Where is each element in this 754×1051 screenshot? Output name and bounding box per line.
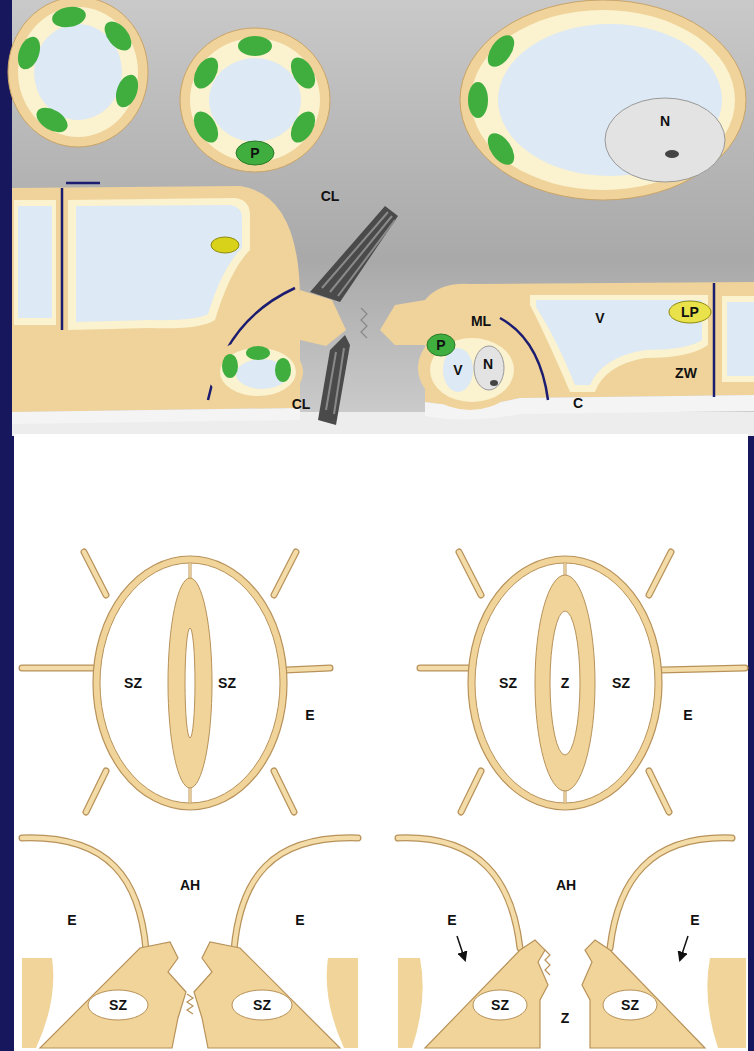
part-label: V	[595, 310, 604, 326]
part-label: SZ	[253, 997, 271, 1013]
part-label: ML	[471, 313, 491, 329]
part-label: SZ	[612, 675, 630, 691]
stoma-section-open	[398, 838, 746, 1048]
part-label: AH	[556, 877, 576, 893]
part-label: ZW	[675, 365, 697, 381]
leaf-section-ground	[12, 0, 754, 1051]
part-label: SZ	[491, 997, 509, 1013]
stoma-surface-open	[420, 552, 745, 812]
part-label: N	[660, 113, 670, 129]
part-label: E	[67, 912, 76, 928]
movement-arrow	[457, 936, 465, 960]
part-label: E	[295, 912, 304, 928]
part-label: V	[453, 362, 462, 378]
part-label: C	[573, 395, 583, 411]
part-label: SZ	[218, 675, 236, 691]
part-label: LP	[681, 304, 699, 320]
part-label: SZ	[124, 675, 142, 691]
part-label: CL	[321, 188, 340, 204]
part-label: N	[483, 356, 493, 372]
part-label: SZ	[621, 997, 639, 1013]
part-label: SZ	[109, 997, 127, 1013]
part-label: CL	[292, 396, 311, 412]
part-label: AH	[180, 877, 200, 893]
part-label: E	[683, 707, 692, 723]
part-label: E	[447, 912, 456, 928]
stoma-surface-closed	[22, 552, 330, 812]
part-label: P	[436, 337, 445, 353]
mesophyll-cells	[8, 0, 746, 200]
epidermis	[12, 183, 754, 425]
part-label: E	[305, 707, 314, 723]
part-label: SZ	[499, 675, 517, 691]
movement-arrow	[680, 936, 688, 960]
part-label: E	[690, 912, 699, 928]
part-label: Z	[561, 1010, 570, 1026]
part-label: Z	[561, 675, 570, 691]
stoma-section-closed	[22, 838, 358, 1048]
part-label: P	[250, 145, 259, 161]
